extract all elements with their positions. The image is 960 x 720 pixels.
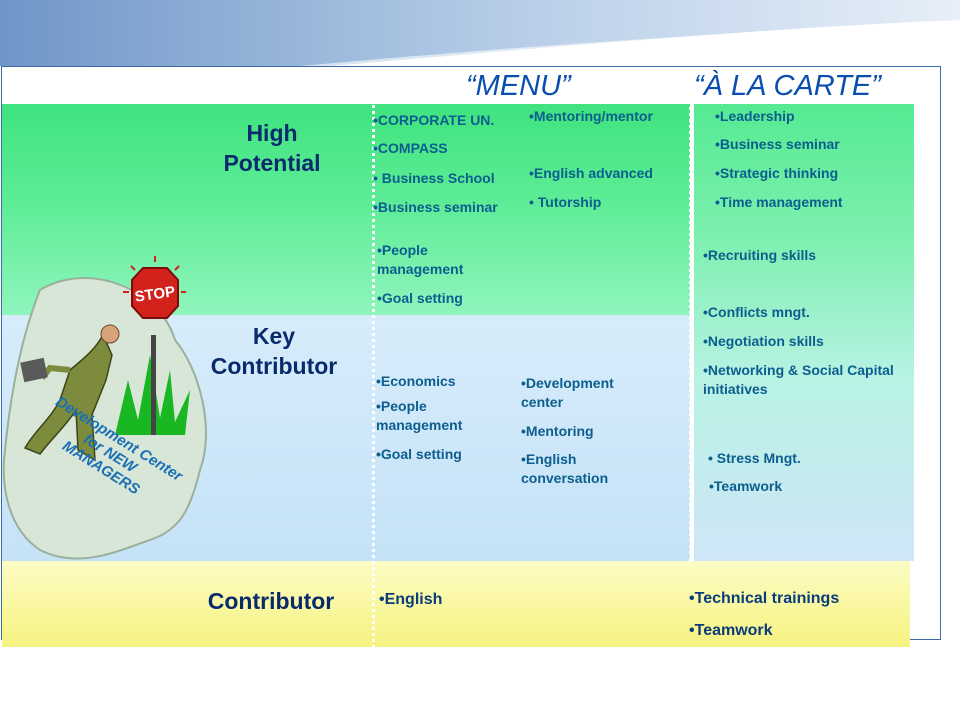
list-item: •Networking & Social Capital	[703, 362, 894, 378]
list-item: management	[377, 261, 464, 277]
list-item: •Conflicts mngt.	[703, 304, 810, 320]
menu-divider-right	[689, 100, 692, 562]
list-item: •Business seminar	[715, 136, 840, 152]
list-item: •Negotiation skills	[703, 333, 824, 349]
list-item: •Mentoring/mentor	[529, 108, 653, 124]
contributor-band	[2, 561, 910, 647]
level-label-line: Key	[252, 323, 296, 349]
level-label-line: Potential	[223, 150, 321, 176]
list-item: management	[376, 417, 463, 433]
list-item: • Tutorship	[529, 194, 602, 210]
stop-sign-clipart: STOP	[2, 256, 207, 560]
header-swoosh	[0, 0, 960, 66]
menu-header: “MENU”	[466, 70, 571, 102]
stop-sign-text: STOP	[134, 283, 177, 305]
list-item: •Strategic thinking	[715, 165, 839, 181]
level-high-potential: High Potential	[196, 118, 348, 178]
list-item: •English	[521, 451, 577, 467]
list-item: •Teamwork	[689, 622, 773, 639]
list-item: •Goal setting	[376, 446, 462, 462]
list-item: • Stress Mngt.	[708, 450, 801, 466]
level-contributor: Contributor	[207, 588, 335, 614]
list-item: •CORPORATE UN.	[373, 112, 495, 128]
list-item: •English advanced	[529, 165, 653, 181]
list-item: •Time management	[715, 194, 843, 210]
a-la-carte-band	[694, 104, 914, 561]
list-item: •Economics	[376, 373, 456, 389]
list-item: •People	[377, 242, 428, 258]
high-potential-band	[2, 104, 690, 315]
list-item: •English	[379, 591, 443, 608]
list-item: •Goal setting	[377, 290, 463, 306]
list-item: • Business School	[373, 170, 495, 186]
level-key-contributor: Key Contributor	[184, 321, 364, 381]
list-item: •Mentoring	[521, 423, 594, 439]
list-item: •Technical trainings	[689, 590, 840, 607]
list-item: •Leadership	[715, 108, 795, 124]
list-item: •Development	[521, 375, 614, 391]
level-label-line: High	[246, 120, 298, 146]
list-item: •People	[376, 398, 427, 414]
list-item: initiatives	[703, 381, 768, 397]
list-item: •Business seminar	[373, 199, 498, 215]
list-item: •Teamwork	[709, 478, 783, 494]
menu-divider-left	[372, 100, 375, 648]
level-label-line: Contributor	[210, 353, 338, 379]
a-la-carte-header: “À LA CARTE”	[694, 70, 881, 102]
list-item: conversation	[521, 470, 609, 486]
list-item: •Recruiting skills	[703, 247, 817, 263]
list-item: •COMPASS	[373, 140, 448, 156]
list-item: center	[521, 394, 564, 410]
